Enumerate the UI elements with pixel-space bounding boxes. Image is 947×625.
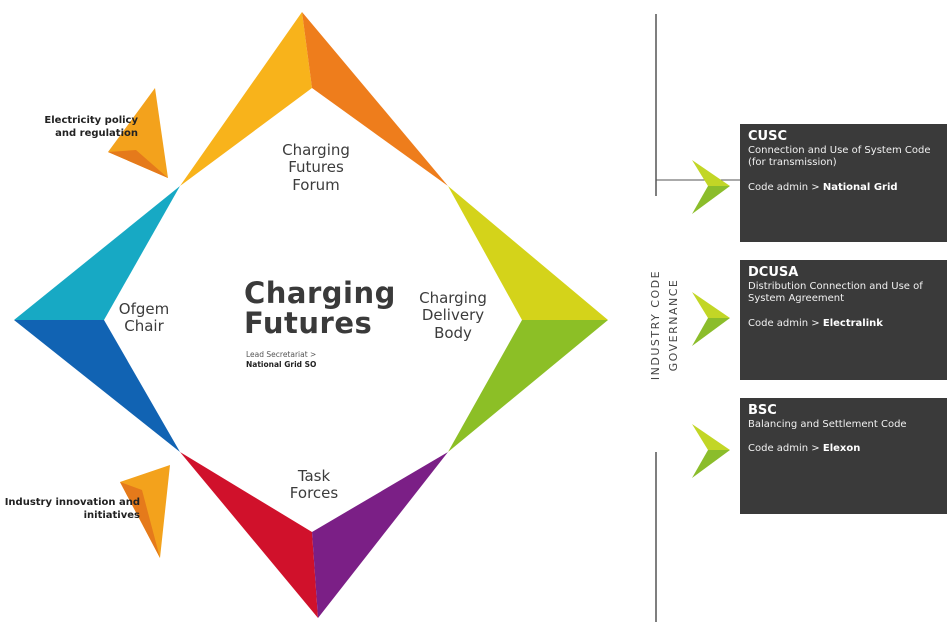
innovation-input-label: Industry innovation and initiatives <box>4 497 140 521</box>
secretariat-label: Lead Secretariat > <box>246 350 317 359</box>
bsc-arrow-icon <box>692 424 730 478</box>
governance-label: INDUSTRY CODE GOVERNANCE <box>649 269 680 381</box>
ofgem-wedge-top <box>14 186 180 320</box>
forum-label: Charging Futures Forum <box>282 141 350 194</box>
innovation-input-arrow <box>120 465 170 558</box>
policy-input-label: Electricity policy and regulation <box>44 115 138 139</box>
center-title-line2: Futures <box>244 306 373 341</box>
code-description: Connection and Use of System Code (for t… <box>748 144 931 169</box>
center-title-line1: Charging <box>244 276 396 310</box>
code-admin-name: Electralink <box>822 317 883 329</box>
code-admin-label: Code admin > <box>748 443 820 455</box>
tasks-wedge-left <box>180 452 318 618</box>
cusc-arrow-icon <box>692 160 730 214</box>
code-admin-name: Elexon <box>822 443 861 455</box>
secretariat-text: Lead Secretariat > National Grid SO <box>246 350 386 370</box>
code-abbr: BSC <box>748 403 777 418</box>
code-description: Distribution Connection and Use of Syste… <box>748 280 923 305</box>
code-admin: Code admin > National Grid <box>748 182 939 193</box>
delivery-body-label: Charging Delivery Body <box>419 289 487 342</box>
code-admin-name: National Grid <box>822 181 898 193</box>
bsc-code-box: BSC Balancing and Settlement Code Code a… <box>740 398 947 514</box>
dcusa-arrow-icon <box>692 292 730 346</box>
policy-input-arrow <box>108 88 168 178</box>
ofgem-chair-label: Ofgem Chair <box>118 300 170 336</box>
forum-wedge-left <box>180 12 312 186</box>
code-admin: Code admin > Elexon <box>748 443 939 454</box>
delivery-wedge-bottom <box>448 320 608 452</box>
code-admin: Code admin > Electralink <box>748 318 939 329</box>
ofgem-wedge-bottom <box>14 320 180 452</box>
code-admin-label: Code admin > <box>748 317 820 329</box>
delivery-wedge-top <box>448 186 608 320</box>
cusc-code-box: CUSC Connection and Use of System Code (… <box>740 124 947 242</box>
code-abbr: DCUSA <box>748 265 799 280</box>
center-title: Charging Futures <box>244 278 404 339</box>
code-admin-label: Code admin > <box>748 181 820 193</box>
dcusa-code-box: DCUSA Distribution Connection and Use of… <box>740 260 947 380</box>
code-abbr: CUSC <box>748 129 787 144</box>
task-forces-label: Task Forces <box>289 467 339 503</box>
code-description: Balancing and Settlement Code <box>748 418 907 430</box>
forum-wedge-right <box>302 12 448 186</box>
tasks-wedge-right <box>312 452 448 618</box>
secretariat-name: National Grid SO <box>246 359 317 369</box>
